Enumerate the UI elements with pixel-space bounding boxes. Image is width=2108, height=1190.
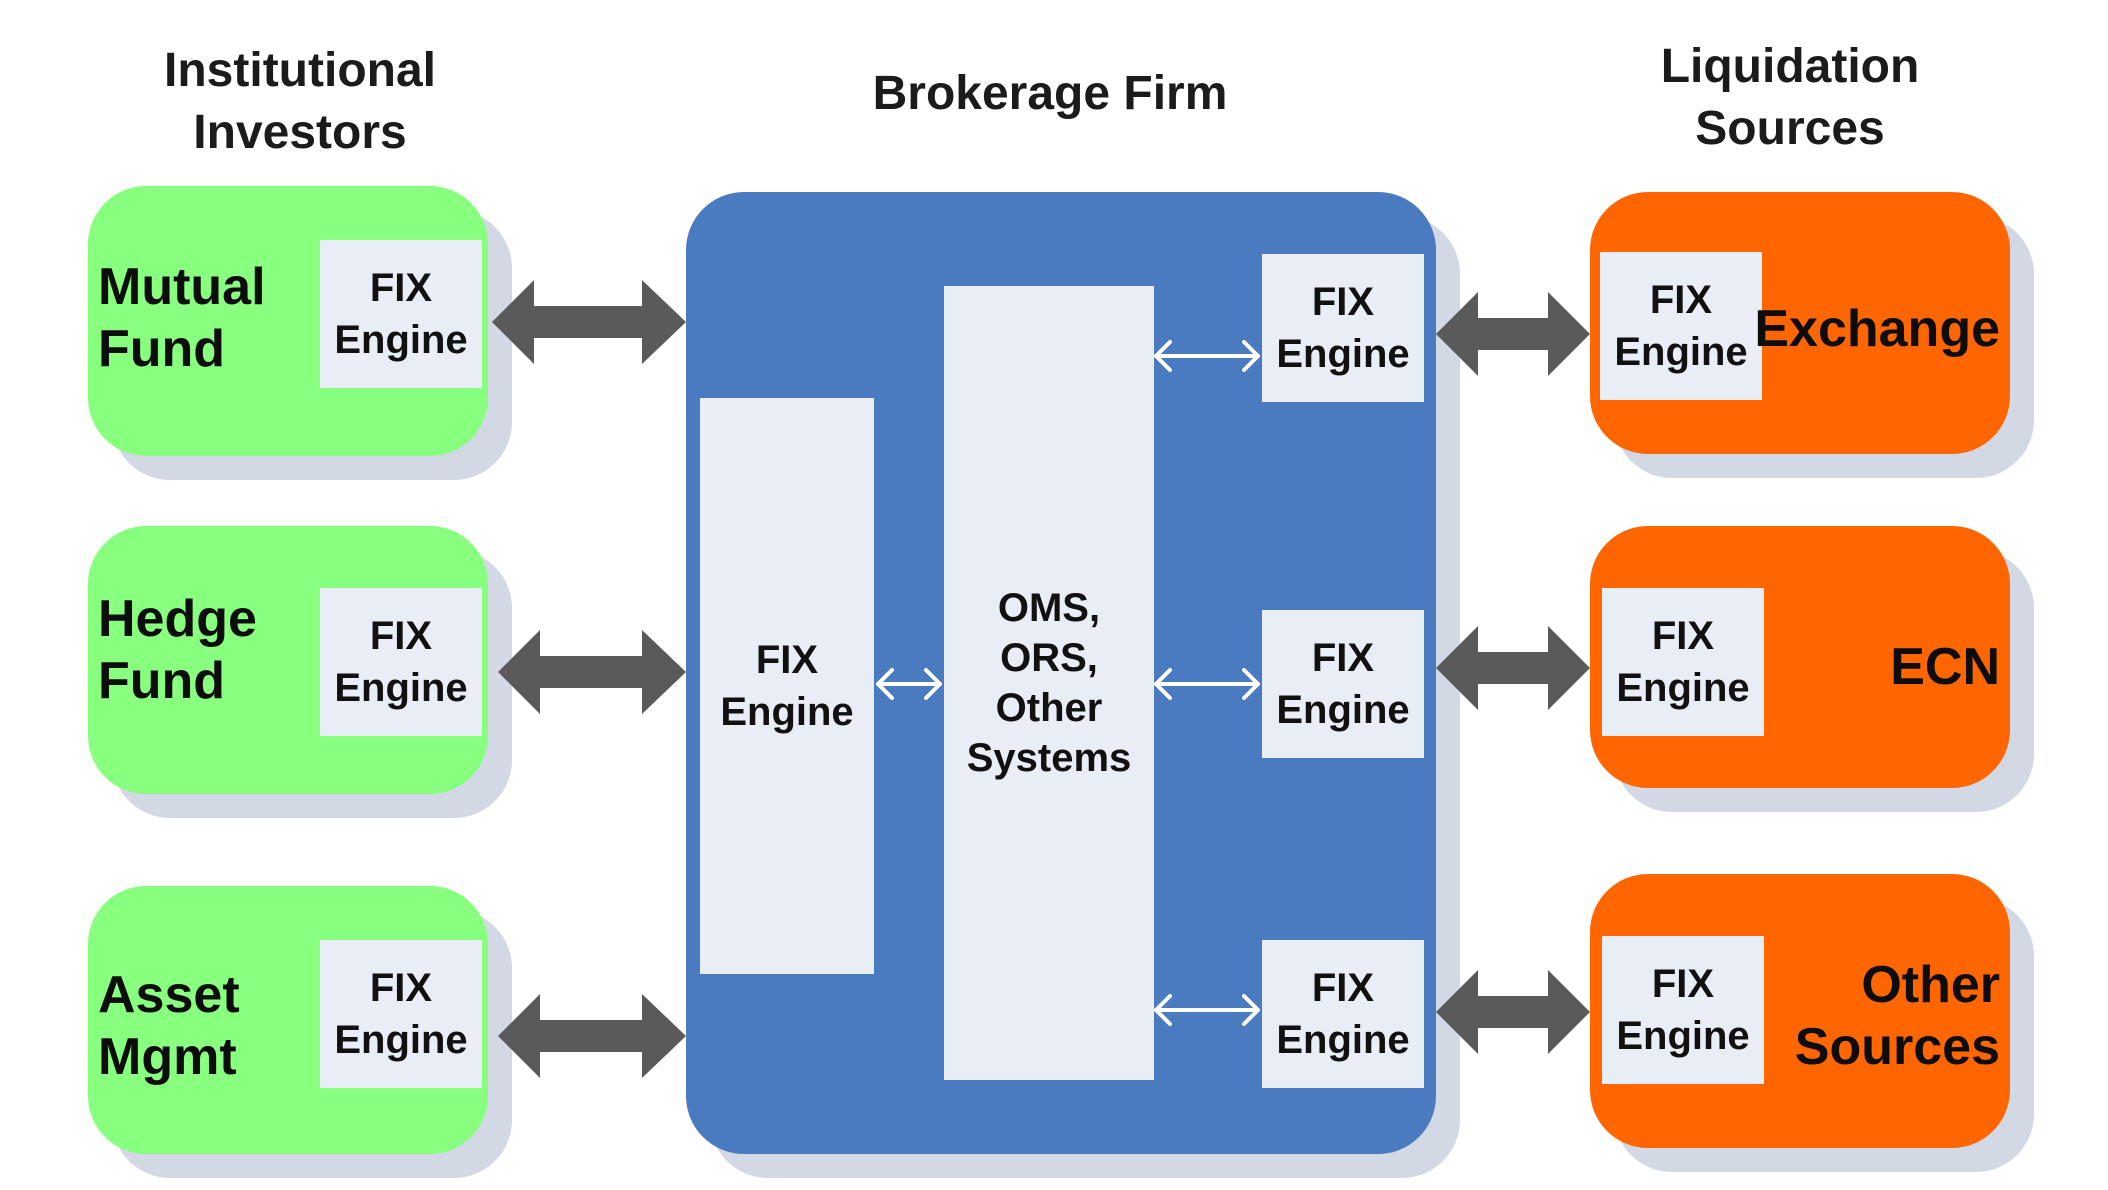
fix-engine-label: FIX Engine	[334, 266, 468, 362]
fix-engine-label: FIX Engine	[1616, 614, 1750, 710]
investor-mutual-fund: Mutual Fund FIX Engine	[88, 186, 488, 456]
fix-engine-label: FIX Engine	[1276, 280, 1410, 376]
investor-label: Hedge Fund	[98, 590, 257, 710]
fix-engine-label: FIX Engine	[334, 966, 468, 1062]
heading-brokerage-firm: Brokerage Firm	[872, 67, 1228, 120]
investor-asset-mgmt: Asset Mgmt FIX Engine	[88, 886, 488, 1154]
investor-label: Mutual Fund	[98, 258, 266, 378]
double-arrow	[498, 630, 686, 714]
brokerage-out-fix-engine: FIX Engine	[1262, 610, 1424, 758]
double-arrow	[1436, 970, 1590, 1054]
heading-liquidation-sources: Liquidation Sources	[1660, 40, 1920, 155]
fix-engine-box: FIX Engine	[320, 588, 482, 736]
thin-double-arrow	[1154, 994, 1260, 1026]
fix-engine-box: FIX Engine	[1602, 588, 1764, 736]
double-arrow	[498, 994, 686, 1078]
source-ecn: FIX Engine ECN	[1590, 526, 2010, 788]
double-arrow	[1436, 626, 1590, 710]
fix-engine-box: FIX Engine	[1600, 252, 1762, 400]
brokerage-out-fix-engine: FIX Engine	[1262, 254, 1424, 402]
source-label: ECN	[1890, 638, 2000, 696]
fix-engine-box: FIX Engine	[320, 940, 482, 1088]
brokerage-firm-panel: FIX Engine OMS, ORS, Other Systems FIX E…	[686, 192, 1436, 1154]
fix-engine-box: FIX Engine	[1602, 936, 1764, 1084]
double-arrow	[492, 280, 686, 364]
investor-label: Asset Mgmt	[98, 966, 240, 1086]
brokerage-out-fix-engine: FIX Engine	[1262, 940, 1424, 1088]
source-label: Other Sources	[1794, 956, 2000, 1076]
investor-hedge-fund: Hedge Fund FIX Engine	[88, 526, 488, 794]
source-exchange: FIX Engine Exchange	[1590, 192, 2010, 454]
brokerage-front-fix-engine: FIX Engine	[700, 398, 874, 974]
double-arrow	[1436, 292, 1590, 376]
fix-engine-label: FIX Engine	[1616, 962, 1750, 1058]
source-other-sources: FIX Engine Other Sources	[1590, 874, 2010, 1148]
thin-double-arrow	[1154, 668, 1260, 700]
fix-engine-label: FIX Engine	[1614, 278, 1748, 374]
fix-engine-box: FIX Engine	[320, 240, 482, 388]
fix-engine-label: FIX Engine	[720, 638, 854, 734]
systems-label: OMS, ORS, Other Systems	[966, 586, 1132, 780]
fix-engine-label: FIX Engine	[1276, 966, 1410, 1062]
source-label: Exchange	[1754, 300, 2000, 358]
thin-double-arrow	[876, 668, 942, 700]
fix-engine-label: FIX Engine	[1276, 636, 1410, 732]
heading-institutional-investors: Institutional Investors	[164, 44, 436, 159]
oms-ors-systems-box: OMS, ORS, Other Systems	[944, 286, 1154, 1080]
fix-engine-label: FIX Engine	[334, 614, 468, 710]
thin-double-arrow	[1154, 340, 1260, 372]
